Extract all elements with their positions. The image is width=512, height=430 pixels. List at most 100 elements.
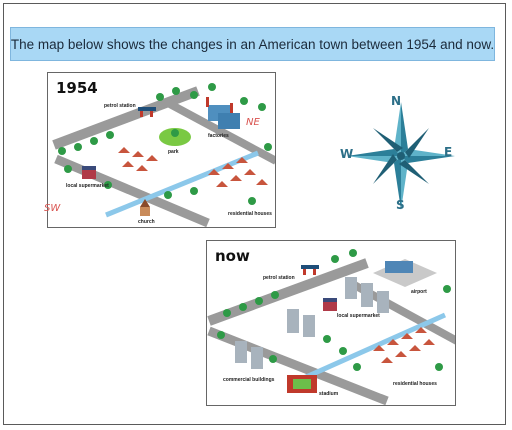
tree	[74, 143, 82, 151]
house	[216, 181, 228, 187]
label-park-1954: park	[168, 149, 179, 155]
tree	[323, 335, 331, 343]
label-stadium-now: stadium	[319, 391, 339, 397]
road-main-now	[207, 258, 369, 326]
river-1954	[105, 150, 259, 218]
trees-now	[217, 249, 451, 371]
airport-now	[373, 259, 437, 287]
compass-star-icon	[347, 102, 455, 210]
building	[235, 341, 247, 363]
banner-text: The map below shows the changes in an Am…	[10, 36, 495, 52]
label-supermarket-1954: local supermarket	[66, 183, 109, 189]
tree	[106, 131, 114, 139]
house	[395, 351, 407, 357]
annotation-sw: SW	[44, 203, 61, 214]
tree	[58, 147, 66, 155]
label-commercial-now: commercial buildings	[223, 377, 275, 383]
house	[256, 179, 268, 185]
annotation-ne: NE	[246, 117, 260, 128]
tree	[64, 165, 72, 173]
compass-n: N	[391, 94, 402, 108]
house	[230, 175, 242, 181]
houses-now	[373, 327, 435, 363]
label-petrol-station-1954: petrol station	[104, 103, 136, 109]
petrol-station-now	[301, 265, 319, 275]
label-church-1954: church	[138, 219, 155, 225]
supermarket-now	[323, 298, 337, 311]
label-airport-now: airport	[411, 289, 427, 295]
tree	[331, 255, 339, 263]
house	[236, 157, 248, 163]
tree	[156, 93, 164, 101]
park-1954	[159, 128, 191, 146]
tree	[104, 181, 112, 189]
map-1954-title: 1954	[56, 79, 98, 97]
tree	[339, 347, 347, 355]
tree	[223, 309, 231, 317]
tree	[271, 291, 279, 299]
compass-rose	[336, 92, 466, 220]
tree	[190, 187, 198, 195]
tree	[258, 103, 266, 111]
house	[122, 161, 134, 167]
label-houses-1954: residential houses	[228, 211, 272, 217]
tree	[240, 97, 248, 105]
title-banner: The map below shows the changes in an Am…	[10, 27, 495, 61]
tree	[164, 191, 172, 199]
tree	[190, 91, 198, 99]
roads-1954	[52, 86, 275, 227]
building	[251, 347, 263, 369]
compass-s: S	[396, 198, 405, 212]
label-factories-1954: factories	[208, 133, 229, 139]
road-main-1954	[52, 86, 200, 150]
building	[345, 277, 357, 299]
tree	[349, 249, 357, 257]
tree	[239, 303, 247, 311]
road-diag-1954	[166, 99, 275, 165]
tree	[208, 83, 216, 91]
house	[415, 327, 427, 333]
map-now: now petrol station airport local superma…	[206, 240, 456, 406]
map-1954: 1954 petrol station park factories local…	[47, 72, 276, 228]
house	[118, 147, 130, 153]
map-now-canvas	[207, 249, 455, 405]
house	[208, 169, 220, 175]
tree	[248, 197, 256, 205]
river-now	[295, 312, 447, 384]
map-now-title: now	[215, 247, 250, 265]
commercial-buildings-now	[235, 277, 389, 369]
building	[361, 283, 373, 307]
stadium-now	[287, 375, 317, 393]
building	[287, 309, 299, 333]
house	[146, 155, 158, 161]
trees-1954	[58, 83, 272, 205]
tree	[443, 285, 451, 293]
compass-w: W	[340, 147, 354, 161]
tree	[90, 137, 98, 145]
house	[373, 345, 385, 351]
house	[401, 333, 413, 339]
tree	[264, 143, 272, 151]
petrol-station-1954	[138, 107, 156, 117]
factories-1954	[206, 97, 240, 129]
house	[381, 357, 393, 363]
tree	[435, 363, 443, 371]
compass-e: E	[444, 145, 453, 159]
label-houses-now: residential houses	[393, 381, 437, 387]
map-1954-canvas	[52, 83, 275, 227]
supermarket-1954	[82, 166, 96, 179]
houses-1954	[118, 147, 268, 187]
house	[136, 165, 148, 171]
tree	[255, 297, 263, 305]
tree	[269, 355, 277, 363]
building	[303, 315, 315, 337]
road-lower-1954	[54, 154, 210, 227]
church-1954	[140, 199, 150, 216]
tree	[217, 331, 225, 339]
house	[222, 163, 234, 169]
house	[409, 345, 421, 351]
tree	[172, 87, 180, 95]
tree	[353, 363, 361, 371]
house	[244, 169, 256, 175]
building	[377, 291, 389, 313]
